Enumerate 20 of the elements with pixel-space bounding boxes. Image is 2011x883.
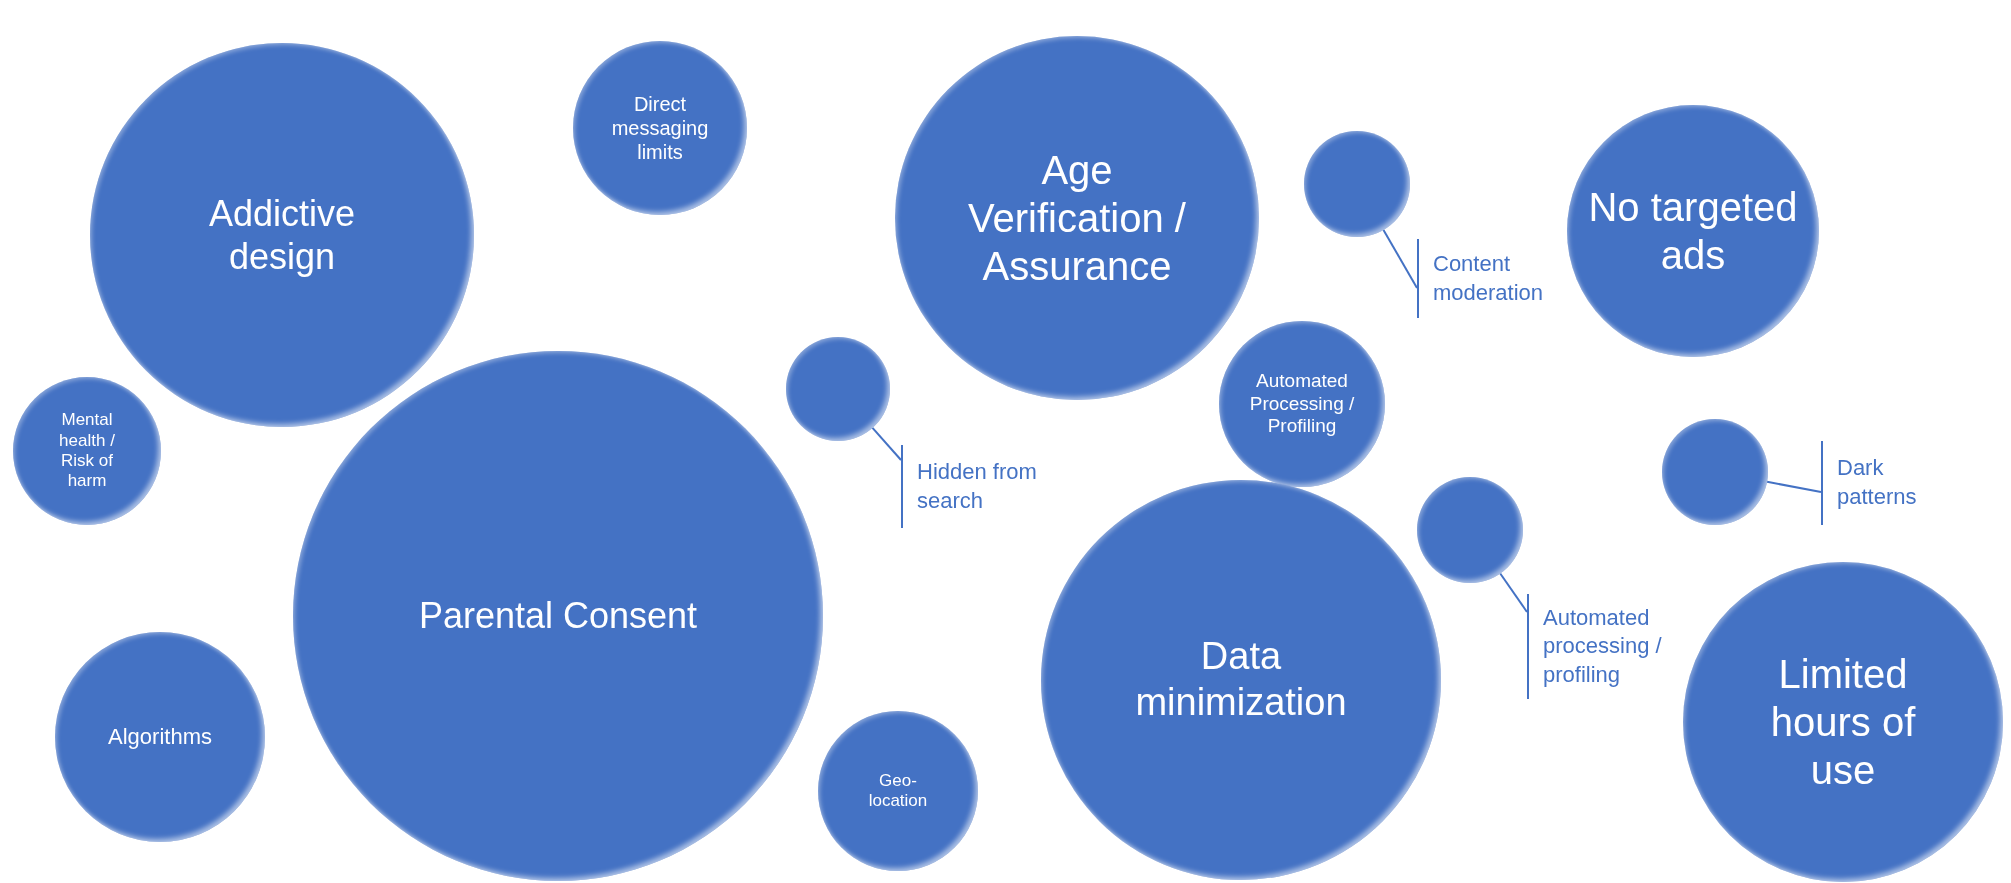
topic-label: Mental health / Risk of harm [58, 410, 116, 492]
topic-label: Algorithms [107, 723, 213, 751]
bracket-callout [901, 445, 1037, 528]
topic-label: Automated Processing / Profiling [1248, 369, 1356, 439]
topic-label: Parental Consent [417, 594, 699, 638]
leader-line [871, 426, 902, 461]
topic-label: Age Verification / Assurance [967, 147, 1187, 290]
callout-label: Content moderation [1433, 249, 1545, 307]
callout-label: Dark patterns [1837, 454, 1918, 511]
leader-line [1766, 480, 1822, 493]
callout-label: Hidden from search [917, 457, 1037, 515]
topic-label: Direct messaging limits [610, 92, 710, 164]
leader-line [1499, 572, 1528, 613]
callout-label: Automated processing / profiling [1543, 603, 1663, 689]
leader-line [1382, 228, 1418, 289]
topic-label: Data minimization [1134, 634, 1348, 725]
topic-label: Limited hours of use [1769, 651, 1917, 794]
topic-label: Addictive design [207, 191, 357, 279]
topic-label: Geo-location [867, 770, 929, 812]
topic-label: No targeted ads [1587, 184, 1799, 279]
